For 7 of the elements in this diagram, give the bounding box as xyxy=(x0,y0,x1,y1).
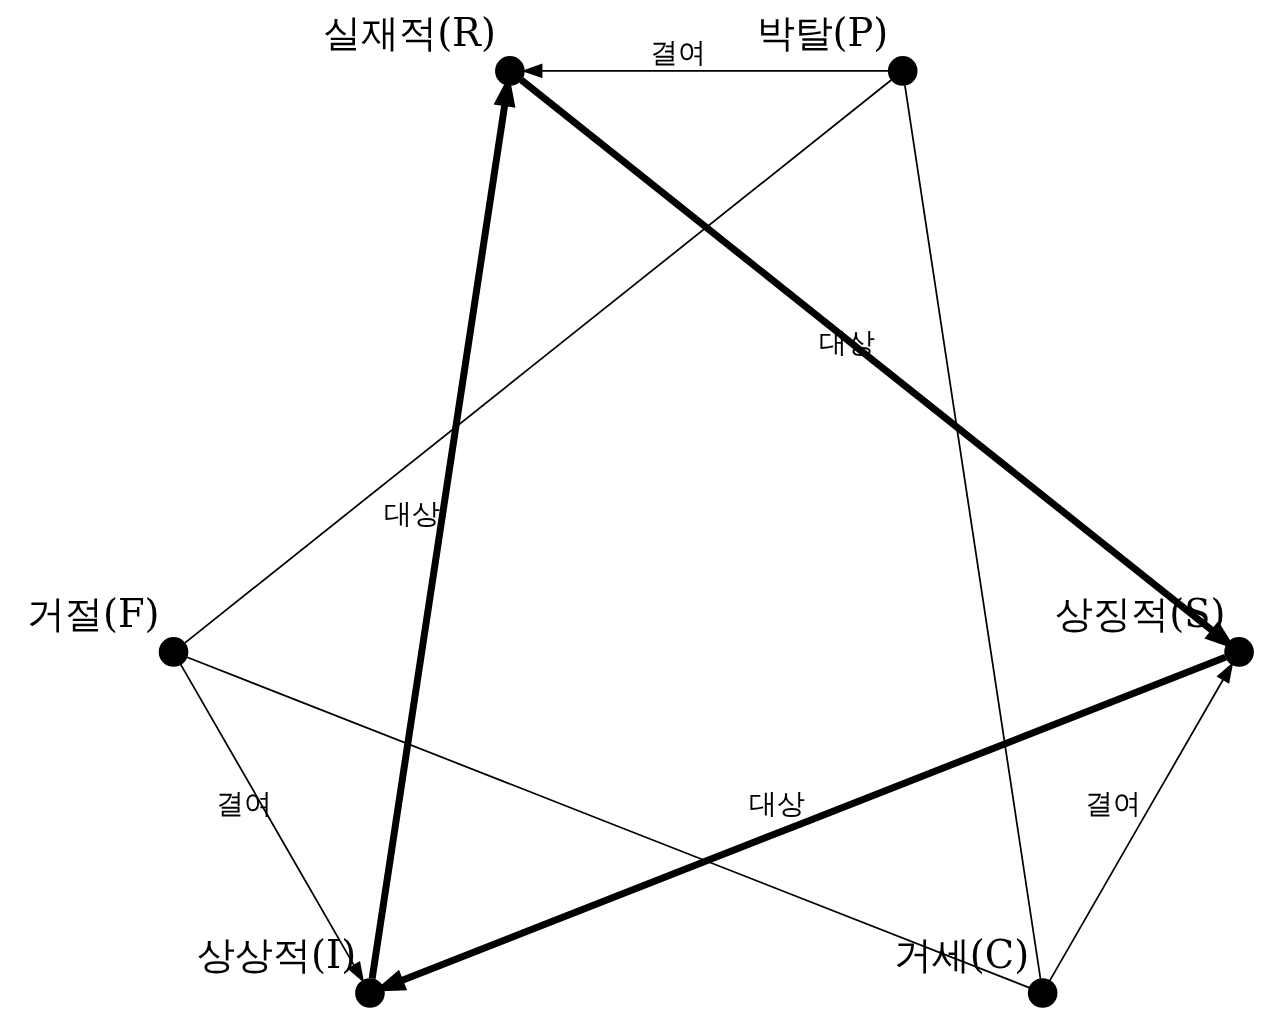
edge-label: 결여 xyxy=(1084,787,1141,821)
node-label: 거절(F) xyxy=(26,590,160,636)
node-label: 실재적(R) xyxy=(323,9,496,55)
edge-label: 결여 xyxy=(650,35,707,69)
edge-label: 대상 xyxy=(383,497,440,531)
node-label: 박탈(P) xyxy=(756,9,889,55)
edge-label: 대상 xyxy=(748,787,805,821)
